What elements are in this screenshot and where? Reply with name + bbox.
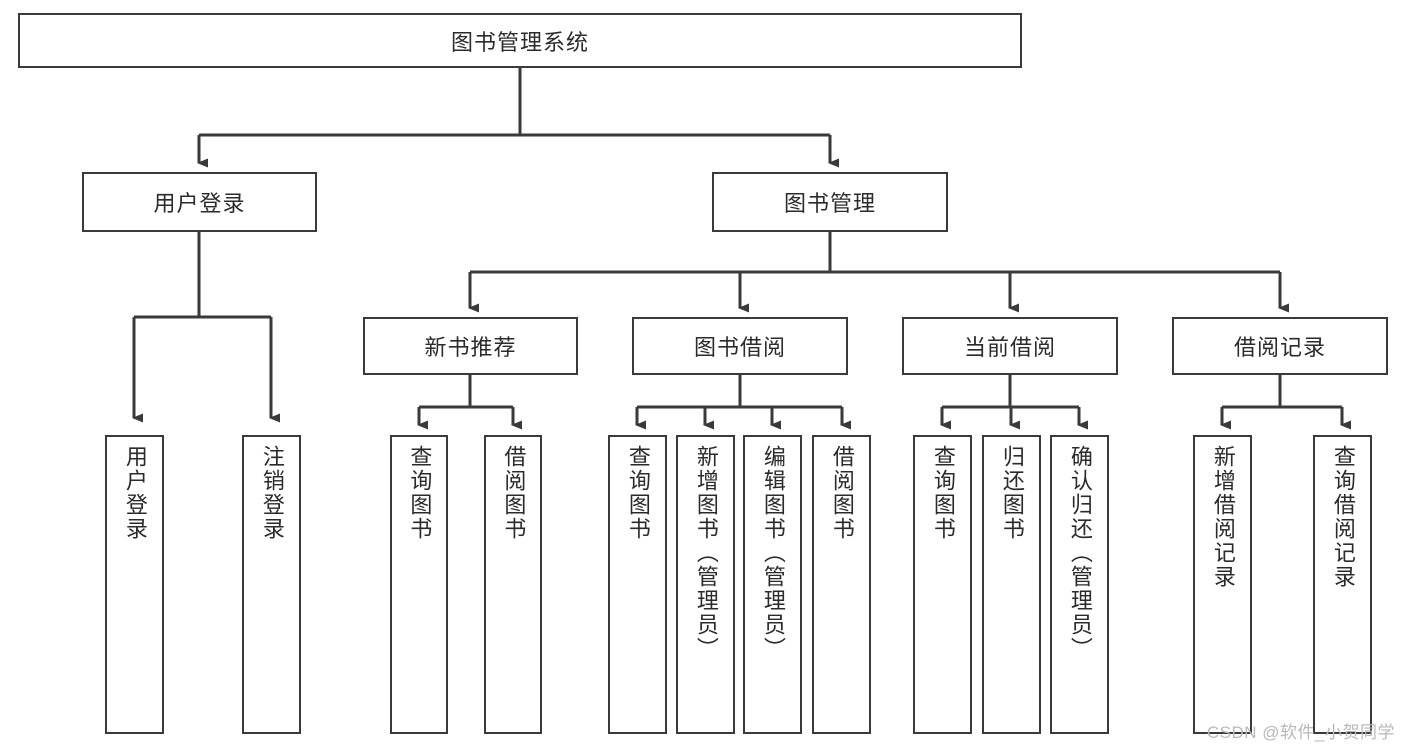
node-book-management[interactable]: 图书管理	[712, 172, 948, 232]
node-label: 借阅图书	[829, 445, 855, 541]
node-label: 新增图书（管理员）	[693, 445, 719, 661]
node-label: 查询图书	[625, 445, 651, 541]
node-label: 用户登录	[153, 191, 246, 216]
node-label: 当前借阅	[963, 335, 1056, 360]
leaf-user-login-logout[interactable]: 注销登录	[242, 435, 301, 734]
node-root-system[interactable]: 图书管理系统	[18, 13, 1022, 68]
leaf-user-login-login[interactable]: 用户登录	[105, 435, 164, 734]
node-label: 借阅记录	[1233, 335, 1326, 360]
node-label: 图书管理系统	[450, 29, 589, 55]
leaf-borrow-add-book-admin[interactable]: 新增图书（管理员）	[676, 435, 735, 734]
leaf-record-query-record[interactable]: 查询借阅记录	[1313, 435, 1372, 734]
node-label: 用户登录	[122, 445, 148, 541]
node-label: 查询图书	[407, 445, 433, 541]
node-label: 归还图书	[999, 445, 1025, 541]
leaf-record-add-record[interactable]: 新增借阅记录	[1193, 435, 1252, 734]
leaf-recommend-query-book[interactable]: 查询图书	[390, 435, 448, 734]
leaf-borrow-borrow-book[interactable]: 借阅图书	[812, 435, 871, 734]
node-label: 查询借阅记录	[1330, 445, 1356, 589]
leaf-recommend-borrow-book[interactable]: 借阅图书	[484, 435, 542, 734]
node-label: 新书推荐	[424, 335, 517, 360]
leaf-current-query-book[interactable]: 查询图书	[913, 435, 972, 734]
leaf-borrow-edit-book-admin[interactable]: 编辑图书（管理员）	[743, 435, 802, 734]
node-borrow-record[interactable]: 借阅记录	[1172, 317, 1388, 375]
leaf-current-confirm-return-admin[interactable]: 确认归还（管理员）	[1050, 435, 1109, 734]
node-new-book-recommend[interactable]: 新书推荐	[363, 317, 578, 375]
leaf-borrow-query-book[interactable]: 查询图书	[608, 435, 667, 734]
node-label: 图书管理	[783, 191, 876, 216]
node-label: 编辑图书（管理员）	[760, 445, 786, 661]
node-label: 图书借阅	[693, 335, 786, 360]
leaf-current-return-book[interactable]: 归还图书	[982, 435, 1041, 734]
node-user-login[interactable]: 用户登录	[82, 172, 317, 232]
node-label: 查询图书	[930, 445, 956, 541]
node-book-borrow[interactable]: 图书借阅	[632, 317, 848, 375]
node-label: 借阅图书	[501, 445, 527, 541]
node-label: 注销登录	[259, 445, 285, 541]
node-label: 新增借阅记录	[1210, 445, 1236, 589]
watermark-credit: CSDN @软件_小贺同学	[1206, 723, 1395, 742]
node-current-borrow[interactable]: 当前借阅	[902, 317, 1118, 375]
node-label: 确认归还（管理员）	[1067, 445, 1093, 661]
